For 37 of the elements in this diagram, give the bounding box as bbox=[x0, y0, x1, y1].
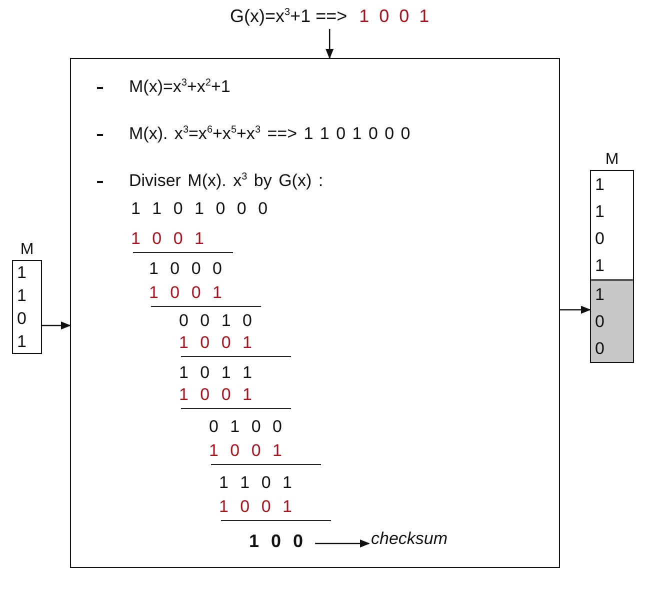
division-row: 1 1 0 1 0 0 0 bbox=[131, 199, 268, 219]
bit-cell-text: 1 bbox=[16, 331, 28, 353]
arrow bbox=[326, 29, 334, 59]
division-row: 1 0 0 1 bbox=[209, 441, 282, 461]
checksum-label: checksum bbox=[371, 529, 448, 549]
bit-cell: 0 bbox=[591, 335, 633, 362]
division-row: 1 0 0 1 bbox=[179, 333, 252, 353]
division-row: 1 0 0 1 bbox=[179, 385, 252, 405]
bit-cell: 0 bbox=[591, 308, 633, 335]
bit-cell-text: 0 bbox=[594, 228, 606, 250]
process-box bbox=[70, 58, 560, 568]
bit-cell: 1 bbox=[591, 279, 633, 308]
remainder-bits: 1 0 0 bbox=[249, 531, 304, 552]
column-heading: M bbox=[604, 150, 620, 170]
arrow bbox=[315, 540, 370, 548]
bit-cell-text: 1 bbox=[594, 174, 606, 196]
division-row: 1 0 0 1 bbox=[131, 229, 204, 249]
bit-cell-text: 1 bbox=[594, 201, 606, 223]
bit-cell-text: 0 bbox=[16, 308, 28, 330]
arrow bbox=[560, 306, 591, 314]
division-row: 1 0 1 1 bbox=[179, 363, 252, 383]
bit-cell-text: 1 bbox=[16, 285, 28, 307]
division-row: 1 0 0 1 bbox=[149, 283, 222, 303]
formula-text: M(x). x$^{3}$=x$^{6}$+x$^{5}$+x$^{3}$ ==> 1 1 0 1 0 0 0 bbox=[129, 124, 410, 144]
bit-cell-text: 1 bbox=[16, 262, 28, 284]
division-row: 1 0 0 0 bbox=[149, 259, 222, 279]
division-row: 1 0 0 1 bbox=[219, 497, 292, 517]
formula-text: Diviser M(x). x$^{3}$ by G(x) : bbox=[129, 171, 324, 191]
division-row: 0 1 0 0 bbox=[209, 417, 282, 437]
bit-cell-text: 1 bbox=[594, 255, 606, 277]
division-row: 1 1 0 1 bbox=[219, 473, 292, 493]
formula-text: M(x)=x$^{3}$+x$^{2}$+1 bbox=[129, 77, 230, 97]
column-heading: M bbox=[19, 240, 35, 260]
bit-pattern: 1 0 0 1 bbox=[359, 6, 430, 26]
division-row: 0 0 1 0 bbox=[179, 311, 252, 331]
arrow bbox=[42, 322, 71, 330]
formula-text: G(x)=x$^{3}$+1 ==> bbox=[230, 6, 348, 26]
